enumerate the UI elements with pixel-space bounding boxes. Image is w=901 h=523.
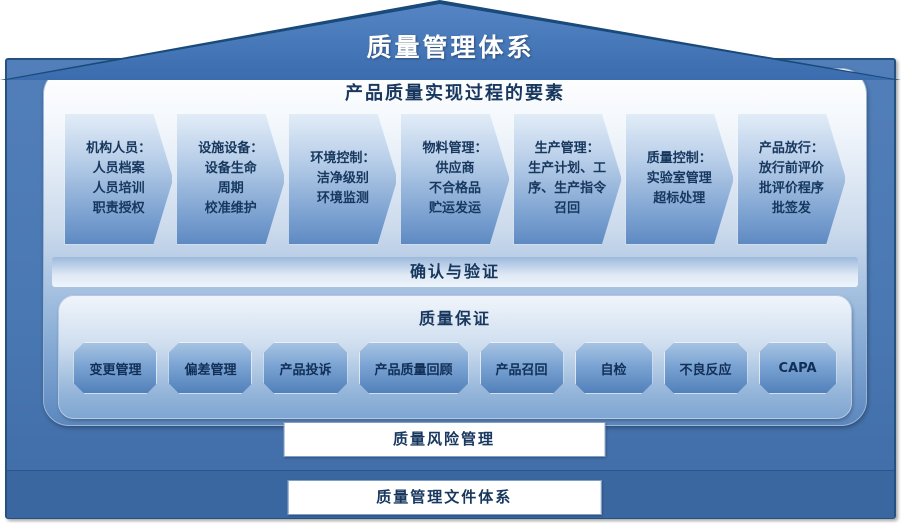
qa-badge: 不良反应 (664, 342, 748, 394)
process-arrow-label: 质量控制： 实验室管理超标处理 (636, 149, 723, 209)
arrow-line: 超标处理 (653, 191, 706, 207)
arrow-line: 批评价程序 (758, 181, 824, 196)
main-title: 质量管理体系 (366, 33, 535, 62)
arrow-line: 供应商 (435, 160, 475, 176)
process-arrow: 环境控制： 洁净级别环境监测 (288, 113, 397, 245)
arrow-line: 序、生产指令 (528, 181, 607, 196)
qa-badge: 产品投诉 (263, 342, 347, 394)
process-arrow: 机构人员： 人员档案人员培训职责授权 (64, 113, 173, 245)
arrow-line: 贮运发运 (428, 201, 481, 217)
arrow-line: 实验室管理 (646, 170, 712, 186)
qa-badge: 产品质量回顾 (359, 342, 469, 394)
process-arrow: 生产管理： 生产计划、工序、生产指令召回 (513, 113, 622, 245)
arrow-line: 环境控制： (310, 150, 376, 166)
diagram-body: 产品质量实现过程的要素 机构人员： 人员档案人员培训职责授权 设施设备： 设备生命周期… (5, 58, 896, 519)
qa-badge: 偏差管理 (168, 342, 252, 394)
arrow-line: 环境监测 (316, 191, 369, 207)
process-panel-title: 产品质量实现过程的要素 (345, 83, 565, 104)
qa-badge: 变更管理 (73, 342, 157, 394)
arrow-line: 生产管理： (534, 140, 600, 156)
arrow-line: 召回 (554, 201, 581, 217)
arrow-line: 产品放行： (758, 140, 824, 156)
arrows-row: 机构人员： 人员档案人员培训职责授权 设施设备： 设备生命周期校准维护 环境控制： 洁净级… (64, 113, 846, 245)
document-system-bar: 质量管理文件体系 (287, 480, 602, 515)
arrow-line: 不合格品 (428, 181, 481, 196)
arrow-line: 生产计划、工 (528, 160, 607, 176)
process-arrow: 物料管理： 供应商不合格品贮运发运 (400, 113, 509, 245)
risk-management-bar: 质量风险管理 (283, 422, 606, 457)
arrow-line: 放行前评价 (758, 160, 824, 176)
arrow-line: 设施设备： (198, 140, 264, 156)
process-arrow: 质量控制： 实验室管理超标处理 (625, 113, 734, 245)
validation-band: 确认与验证 (52, 257, 858, 287)
qa-badge: 自检 (575, 342, 653, 394)
arrow-line: 人员档案 (92, 160, 145, 176)
arrow-line: 批签发 (771, 201, 811, 217)
process-arrow-label: 物料管理： 供应商不合格品贮运发运 (411, 139, 498, 220)
arrow-line: 洁净级别 (316, 170, 369, 186)
process-panel: 产品质量实现过程的要素 机构人员： 人员档案人员培训职责授权 设施设备： 设备生命周期… (43, 68, 867, 426)
process-arrow-label: 环境控制： 洁净级别环境监测 (299, 149, 386, 209)
qa-badge: CAPA (759, 342, 837, 394)
qa-panel-title: 质量保证 (418, 309, 491, 328)
arrow-line: 机构人员： (86, 140, 152, 156)
arrow-line: 周期 (217, 181, 244, 196)
process-arrow: 设施设备： 设备生命周期校准维护 (176, 113, 285, 245)
process-arrow-label: 设施设备： 设备生命周期校准维护 (187, 139, 274, 220)
process-arrow-label: 机构人员： 人员档案人员培训职责授权 (75, 139, 162, 220)
arrow-line: 质量控制： (646, 150, 712, 166)
arrow-line: 物料管理： (422, 140, 488, 156)
arrow-line: 人员培训 (92, 181, 145, 196)
process-arrow-label: 生产管理： 生产计划、工序、生产指令召回 (524, 139, 611, 220)
arrow-line: 校准维护 (204, 201, 257, 217)
arrow-line: 职责授权 (92, 201, 145, 217)
process-arrow: 产品放行： 放行前评价批评价程序批签发 (737, 113, 846, 245)
process-arrow-label: 产品放行： 放行前评价批评价程序批签发 (748, 139, 835, 220)
arrow-line: 设备生命 (204, 160, 257, 176)
qa-badge: 产品召回 (480, 342, 564, 394)
